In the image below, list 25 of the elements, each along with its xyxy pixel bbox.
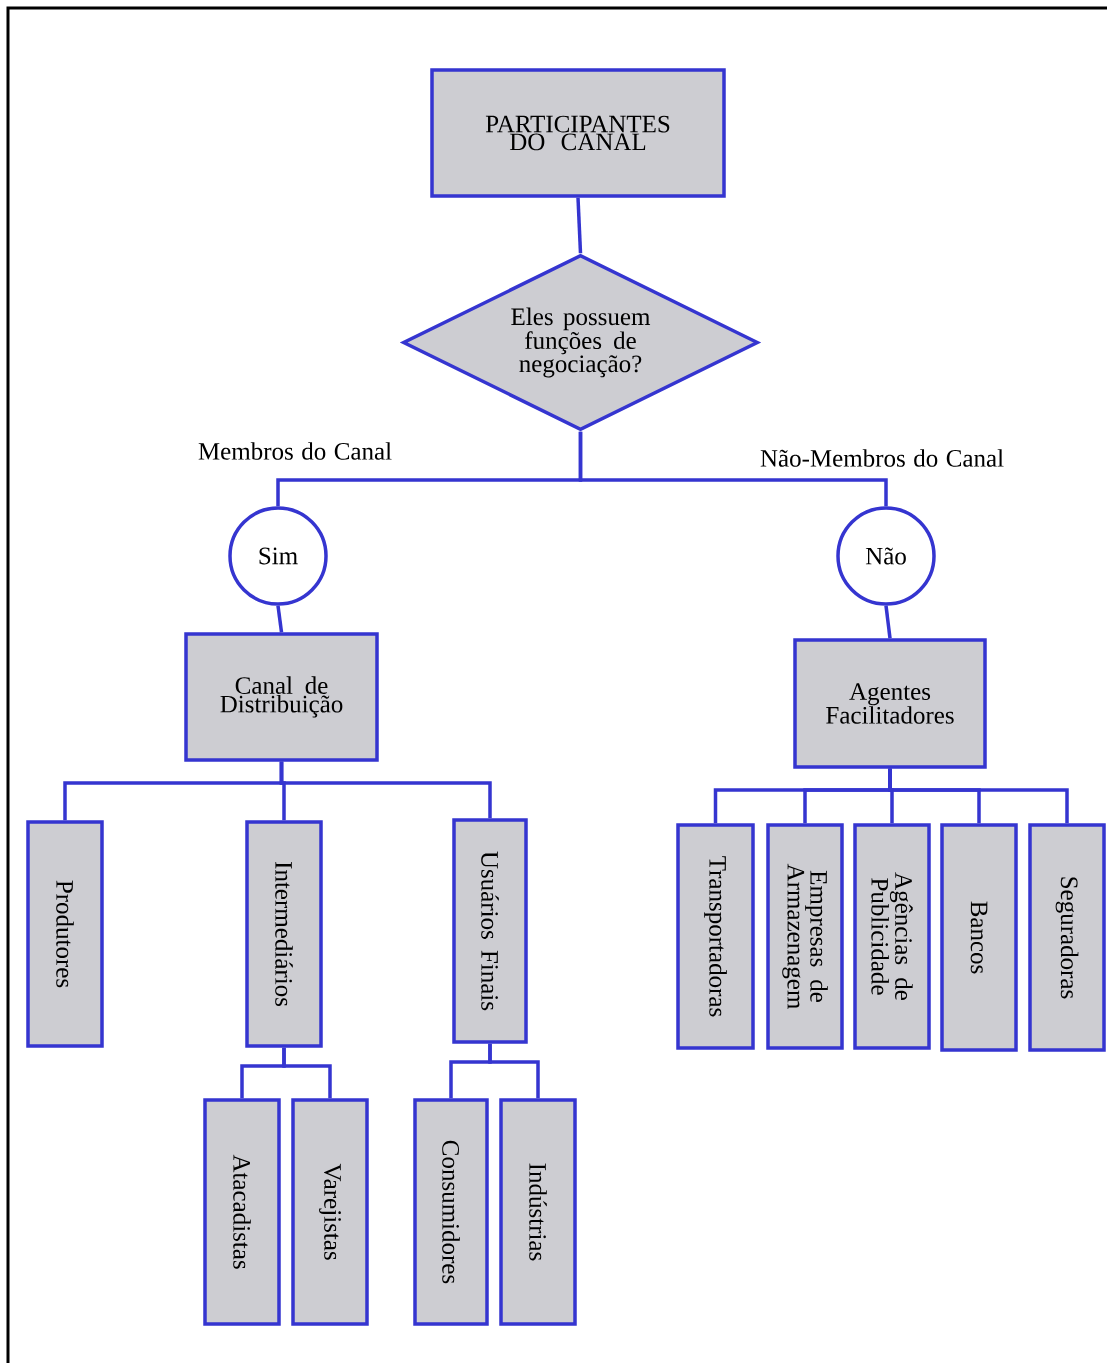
branch-label: Membros do Canal bbox=[198, 442, 392, 460]
process-box: Agentes Facilitadores bbox=[793, 638, 987, 769]
connector-line bbox=[282, 1047, 332, 1099]
connector-line bbox=[888, 768, 1069, 824]
category-box: Bancos bbox=[940, 823, 1018, 1052]
category-box: Agências de Publicidade bbox=[853, 823, 931, 1050]
connector-line bbox=[884, 605, 892, 639]
process-box: Canal de Distribuição bbox=[184, 632, 379, 762]
process-box: PARTICIPANTES DO CANAL bbox=[430, 68, 726, 198]
branch-label: Não-Membros do Canal bbox=[760, 449, 1004, 467]
category-box: Usuários Finais bbox=[452, 818, 528, 1044]
category-box: Seguradoras bbox=[1028, 823, 1106, 1052]
category-box: Produtores bbox=[26, 820, 104, 1048]
category-box: Transportadoras bbox=[676, 823, 755, 1050]
category-box: Varejistas bbox=[291, 1098, 369, 1326]
connector-line bbox=[279, 761, 492, 819]
category-box: Intermediários bbox=[245, 820, 323, 1048]
category-box: Consumidores bbox=[413, 1098, 489, 1326]
category-box: Indústrias bbox=[499, 1098, 577, 1326]
connector-line bbox=[578, 431, 888, 507]
connector-line bbox=[576, 197, 583, 254]
category-box: Empresas de Armazenagem bbox=[766, 823, 844, 1050]
category-box: Atacadistas bbox=[203, 1098, 281, 1326]
connector-line bbox=[276, 605, 284, 633]
connector-line bbox=[488, 1043, 540, 1099]
